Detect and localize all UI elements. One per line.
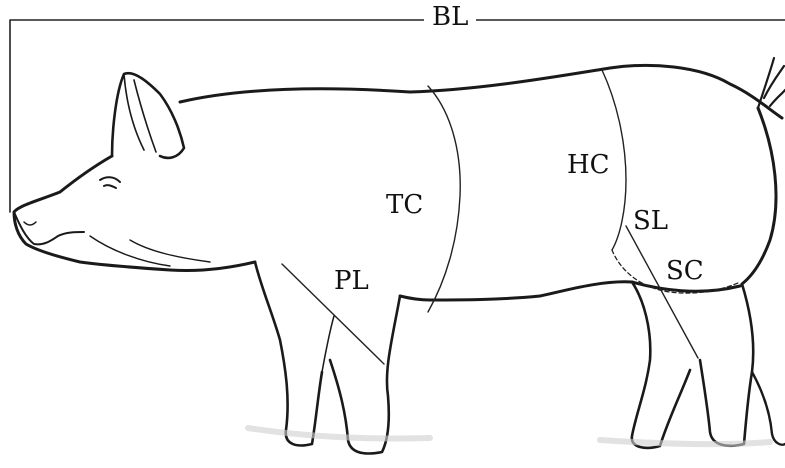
hind-leg-outline: [632, 282, 753, 448]
jowl-wrinkles: [90, 236, 210, 266]
label-hip-circumference: HC: [567, 152, 610, 178]
label-body-length: BL: [424, 4, 476, 30]
label-shank-circumference: SC: [666, 258, 704, 284]
ground-shadow: [248, 428, 770, 444]
label-thorax-circumference: TC: [386, 192, 423, 218]
hind-leg-back-outline: [752, 372, 785, 445]
label-shank-length: SL: [633, 208, 668, 234]
ear-outline: [112, 73, 184, 158]
eye-icon: [100, 177, 120, 188]
tail-outline: [758, 58, 785, 108]
label-pastern-length: PL: [334, 268, 369, 294]
thorax-circumference-line: [428, 86, 460, 312]
body-length-bracket: [10, 20, 785, 212]
nostril-icon: [24, 222, 36, 225]
snout-outline: [14, 212, 84, 244]
